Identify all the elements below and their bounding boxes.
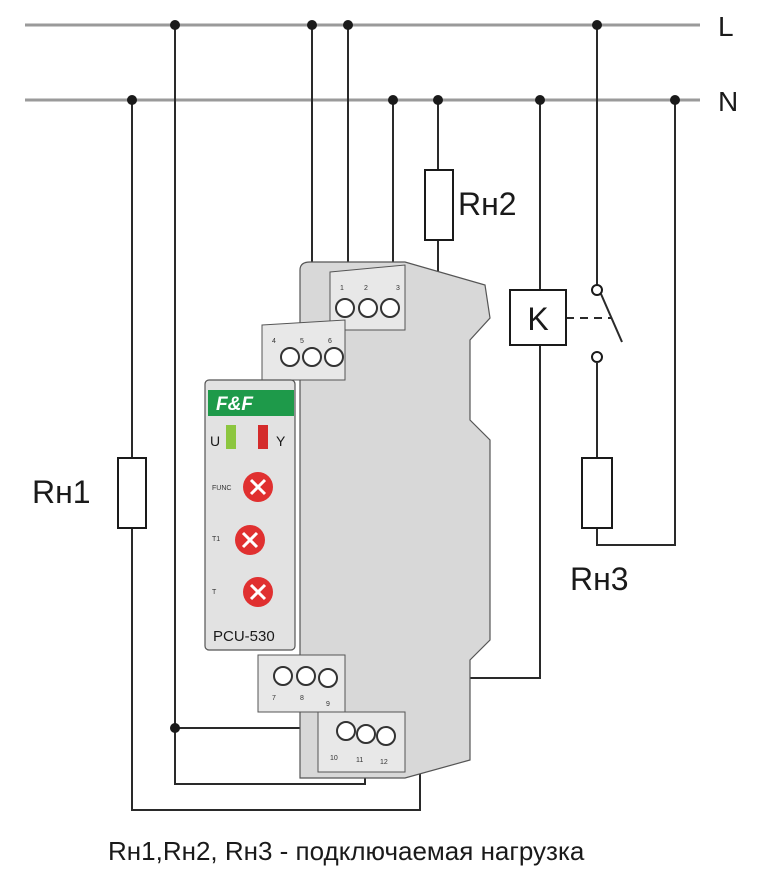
svg-text:6: 6 <box>328 338 332 345</box>
led-u-label: U <box>210 433 220 449</box>
bus-label-l: L <box>718 11 734 42</box>
brand-bar <box>208 390 294 416</box>
brand-logo: F&F <box>216 394 254 415</box>
terminals-top: 1 2 3 <box>335 285 400 318</box>
svg-text:11: 11 <box>356 757 363 764</box>
knob-t1-label: T1 <box>212 536 220 543</box>
switch-contact-bottom <box>591 351 603 363</box>
svg-text:4: 4 <box>272 338 276 345</box>
caption: Rн1,Rн2, Rн3 - подключаемая нагрузка <box>108 836 585 866</box>
terminals-lower: 7 8 9 <box>272 666 338 708</box>
junction-dots <box>127 20 680 733</box>
resistor-rh1 <box>117 457 147 529</box>
svg-text:12: 12 <box>380 759 388 766</box>
knob-t-label: T <box>212 589 217 596</box>
svg-text:2: 2 <box>364 285 368 292</box>
svg-text:9: 9 <box>326 701 330 708</box>
bus-label-n: N <box>718 86 738 117</box>
svg-text:10: 10 <box>330 755 338 762</box>
label-rh2: Rн2 <box>458 186 517 222</box>
model-label: PCU-530 <box>213 628 275 645</box>
led-green <box>226 425 236 449</box>
switch-contact-top <box>591 284 603 296</box>
label-rh1: Rн1 <box>32 474 91 510</box>
knob-func-label: FUNC <box>212 485 231 492</box>
contactor-label: K <box>527 301 548 337</box>
svg-text:7: 7 <box>272 695 276 702</box>
svg-text:3: 3 <box>396 285 400 292</box>
label-rh3: Rн3 <box>570 561 629 597</box>
resistor-rh2 <box>424 169 454 241</box>
terminals-upper: 4 5 6 <box>272 338 344 367</box>
terminals-bottom: 10 11 12 <box>330 721 396 766</box>
resistor-rh3 <box>581 457 613 529</box>
svg-text:1: 1 <box>340 285 344 292</box>
svg-text:8: 8 <box>300 695 304 702</box>
relay-device: F&F U Y FUNC T1 T PCU-530 1 2 3 <box>204 261 491 779</box>
led-relay-label: Y <box>276 433 286 449</box>
svg-text:5: 5 <box>300 338 304 345</box>
led-red <box>258 425 268 449</box>
contactor-k <box>509 289 567 346</box>
wire-rh3-return <box>596 100 676 546</box>
